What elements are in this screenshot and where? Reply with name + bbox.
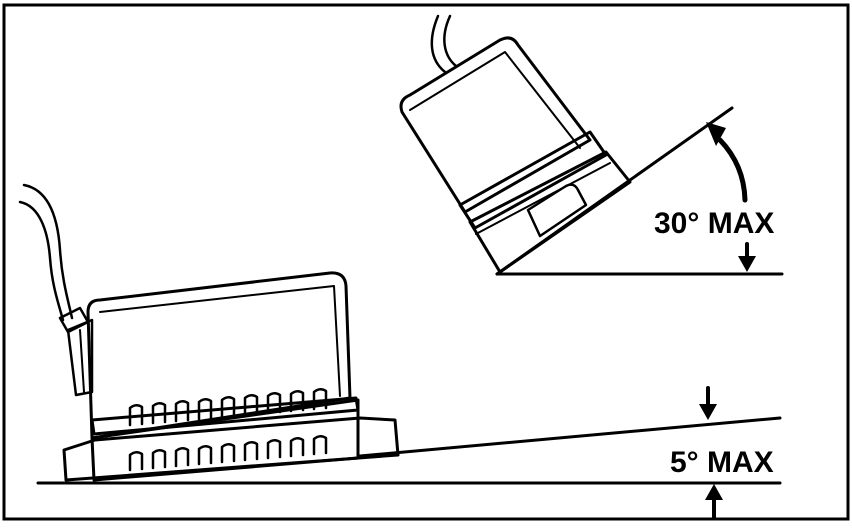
pump-upper-slots — [128, 388, 328, 427]
pump-shallow-incline — [18, 183, 400, 482]
pump-base-flange — [62, 416, 400, 482]
arrow-30-bottom — [738, 242, 756, 272]
pump2-housing — [399, 36, 592, 214]
pump-housing — [86, 271, 352, 440]
arrow-5-top — [699, 386, 717, 420]
pump2-cord-inner — [443, 14, 458, 68]
pump2-cord — [430, 14, 447, 74]
pump-cord — [22, 183, 74, 320]
pump2-outlet — [526, 183, 588, 238]
label-5-max: 5° MAX — [670, 446, 774, 479]
pump2-lower-body — [468, 150, 632, 274]
arrow-5-bottom — [705, 484, 723, 520]
label-30-max: 30° MAX — [654, 207, 774, 240]
diagram-frame — [2, 3, 850, 521]
pump-lower-slots — [128, 435, 328, 472]
pump-cord-inner — [18, 200, 65, 322]
arrow-30-curve — [706, 122, 748, 203]
pump-lower-body — [90, 398, 360, 482]
incline-5 — [358, 416, 782, 458]
pump-steep-incline — [399, 14, 632, 274]
